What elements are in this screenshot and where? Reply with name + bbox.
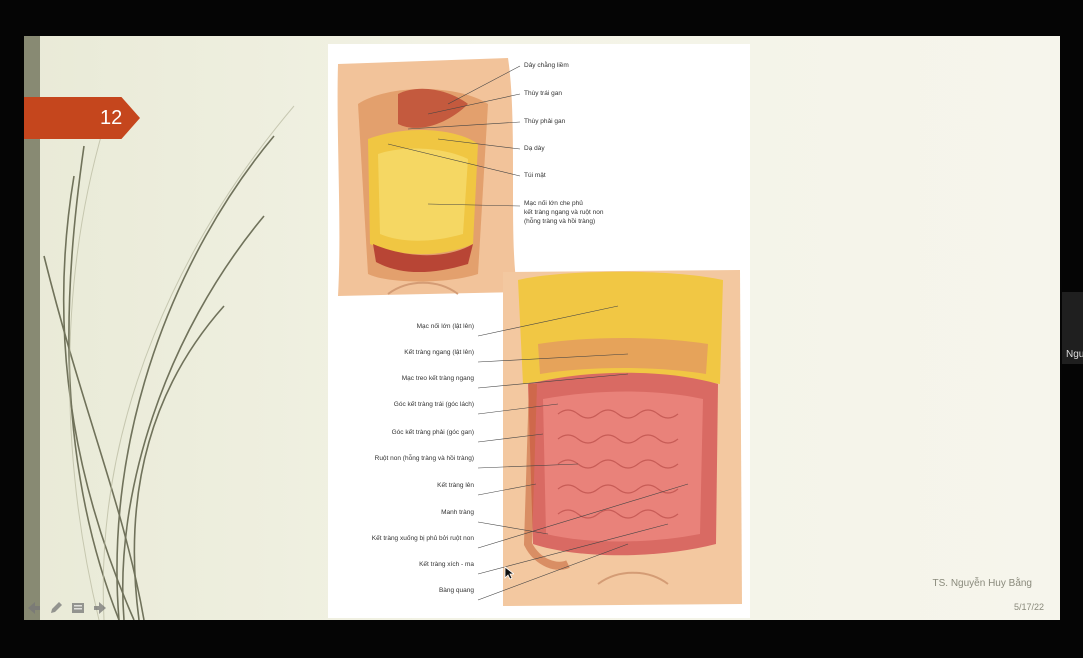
label-stomach: Dạ dày (524, 145, 545, 152)
label-right-liver-lobe: Thùy phải gan (524, 118, 566, 125)
bottom-torso-illustration (503, 270, 742, 606)
anatomy-figure: Dây chằng liềm Thùy trái gan Thùy phải g… (328, 44, 750, 618)
top-torso-illustration (337, 58, 518, 296)
label-greater-omentum-1: Mạc nối lớn che phủ (524, 200, 583, 207)
label-greater-omentum-3: (hỗng tràng và hồi tràng) (524, 218, 596, 225)
slideshow-controls (26, 598, 108, 618)
mouse-cursor-icon (504, 566, 514, 580)
slide-number-tab: 12 (24, 97, 140, 139)
label-splenic-flexure: Góc kết tràng trái (góc lách) (393, 401, 474, 408)
label-sigmoid-colon: Kết tràng xích - ma (419, 561, 474, 568)
back-arrow-icon[interactable] (26, 600, 42, 616)
pen-icon[interactable] (48, 600, 64, 616)
label-ascending-colon: Kết tràng lên (437, 482, 474, 489)
author-footer: TS. Nguyễn Huy Bằng (932, 578, 1033, 589)
label-descending-colon: Kết tràng xuống bị phủ bởi ruột non (371, 535, 474, 542)
date-footer: 5/17/22 (1013, 602, 1044, 612)
forward-arrow-icon[interactable] (92, 600, 108, 616)
label-greater-omentum-2: kết tràng ngang và ruột non (524, 209, 604, 216)
menu-icon[interactable] (70, 600, 86, 616)
label-cecum: Manh tràng (441, 509, 474, 516)
left-accent-strip (24, 36, 40, 620)
label-hepatic-flexure: Góc kết tràng phải (góc gan) (391, 429, 474, 436)
side-participant-panel[interactable]: Ngu (1062, 292, 1083, 364)
top-leader-lines (387, 65, 521, 207)
side-panel-label: Ngu (1066, 349, 1083, 360)
label-transverse-colon: Kết tràng ngang (lật lên) (404, 349, 474, 356)
slide-number: 12 (100, 107, 123, 129)
label-small-intestine: Ruột non (hỗng tràng và hồi tràng) (374, 455, 474, 462)
label-left-liver-lobe: Thùy trái gan (524, 90, 562, 97)
decorative-swirls (43, 105, 295, 620)
label-transverse-mesocolon: Mạc treo kết tràng ngang (401, 375, 474, 382)
label-bladder: Bàng quang (438, 587, 474, 594)
label-falciform-ligament: Dây chằng liềm (524, 62, 569, 69)
anatomy-illustration (337, 58, 742, 606)
bottom-leader-lines (477, 305, 689, 601)
label-greater-omentum-raised: Mạc nối lớn (lật lên) (416, 323, 474, 330)
slide: 12 (24, 36, 1060, 620)
label-gallbladder: Túi mật (524, 172, 546, 179)
